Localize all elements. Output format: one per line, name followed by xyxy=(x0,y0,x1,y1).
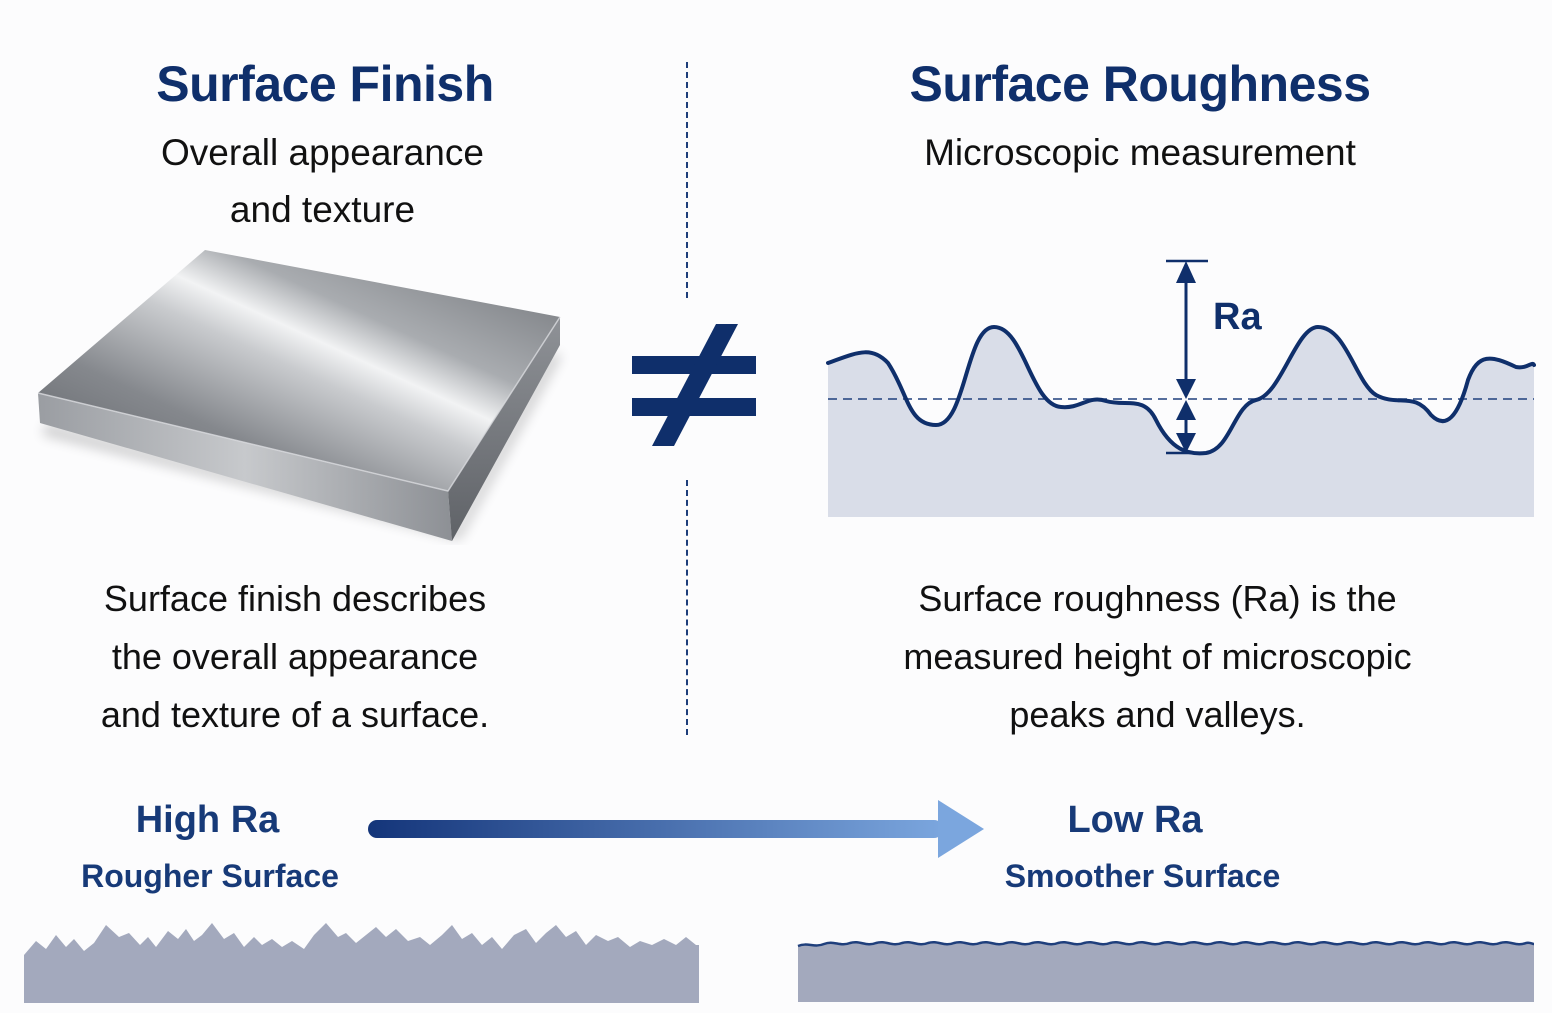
roughness-scale-arrow xyxy=(368,800,984,858)
surface-finish-desc-line2: the overall appearance xyxy=(111,636,479,677)
high-ra-title: High Ra xyxy=(135,799,280,841)
center-divider-top xyxy=(686,62,688,298)
surface-finish-subtitle-line1: Overall appearance xyxy=(161,132,484,173)
surface-roughness-desc-line3: peaks and valleys. xyxy=(1009,694,1306,735)
surface-finish-description: Surface finish describes the overall app… xyxy=(70,570,520,744)
surface-finish-subtitle: Overall appearance and texture xyxy=(110,124,535,238)
center-divider-bottom xyxy=(686,480,688,735)
ra-label: Ra xyxy=(1213,296,1262,338)
ra-arrow-mid-head-2 xyxy=(1176,400,1196,420)
surface-finish-desc-line1: Surface finish describes xyxy=(103,578,487,619)
ra-arrow-down-head xyxy=(1176,433,1196,453)
profile-fill-area xyxy=(828,327,1534,517)
smooth-surface-sample xyxy=(797,941,1535,1002)
surface-finish-desc-line3: and texture of a surface. xyxy=(100,694,490,735)
surface-finish-title: Surface Finish xyxy=(156,56,494,112)
ra-arrow-mid-head xyxy=(1176,379,1196,399)
surface-roughness-description: Surface roughness (Ra) is the measured h… xyxy=(870,570,1445,744)
high-ra-subtitle: Rougher Surface xyxy=(81,858,339,894)
rough-surface-sample xyxy=(24,923,699,1003)
surface-roughness-title: Surface Roughness xyxy=(909,56,1371,112)
low-ra-title: Low Ra xyxy=(1067,799,1203,841)
surface-roughness-subtitle: Microscopic measurement xyxy=(924,132,1356,173)
low-ra-subtitle: Smoother Surface xyxy=(1004,858,1281,894)
surface-roughness-desc-line1: Surface roughness (Ra) is the xyxy=(918,578,1397,619)
ra-arrow-up-head xyxy=(1176,261,1196,283)
surface-finish-subtitle-line2: and texture xyxy=(229,189,416,230)
surface-roughness-desc-line2: measured height of microscopic xyxy=(903,636,1412,677)
metal-plate-icon xyxy=(37,250,562,541)
not-equal-icon xyxy=(632,324,756,446)
roughness-profile-diagram xyxy=(826,259,1536,517)
